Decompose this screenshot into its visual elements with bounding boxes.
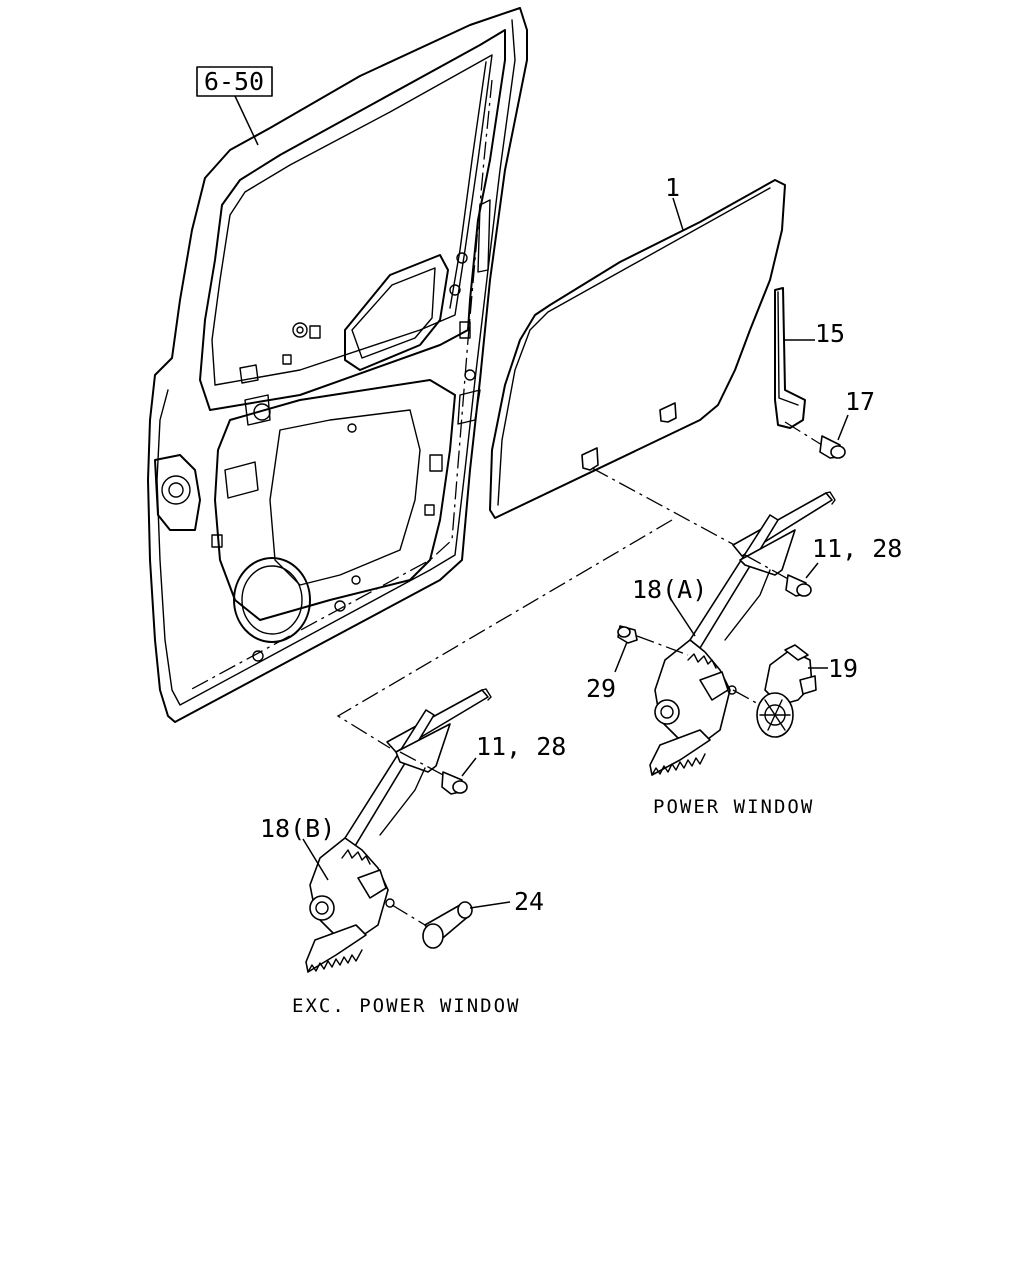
power-regulator xyxy=(649,491,836,776)
glass-channel xyxy=(774,287,806,429)
regulator-bolt-power xyxy=(744,554,812,597)
callout-15: 15 xyxy=(815,319,845,348)
callout-11-28-manual: 11, 28 xyxy=(476,732,566,761)
window-handle xyxy=(391,901,473,949)
callout-11-28-power: 11, 28 xyxy=(812,534,902,563)
regulator-bolt-manual xyxy=(399,751,468,795)
bolt-17 xyxy=(784,421,846,459)
door-panel xyxy=(147,7,528,723)
motor-bolt xyxy=(617,625,689,656)
reference-box: 6-50 xyxy=(196,66,273,146)
caption-exc-power-window: EXC. POWER WINDOW xyxy=(292,995,520,1017)
callout-19: 19 xyxy=(828,654,858,683)
callout-1: 1 xyxy=(665,173,680,202)
window-motor xyxy=(732,644,817,738)
callout-24: 24 xyxy=(514,887,544,916)
callout-18a: 18(A) xyxy=(632,575,707,604)
callout-17: 17 xyxy=(845,387,875,416)
caption-power-window: POWER WINDOW xyxy=(653,796,814,818)
reference-label: 6-50 xyxy=(204,67,264,96)
manual-regulator xyxy=(305,688,492,973)
callout-29: 29 xyxy=(586,674,616,703)
callout-18b: 18(B) xyxy=(260,814,335,843)
door-glass xyxy=(489,179,786,519)
